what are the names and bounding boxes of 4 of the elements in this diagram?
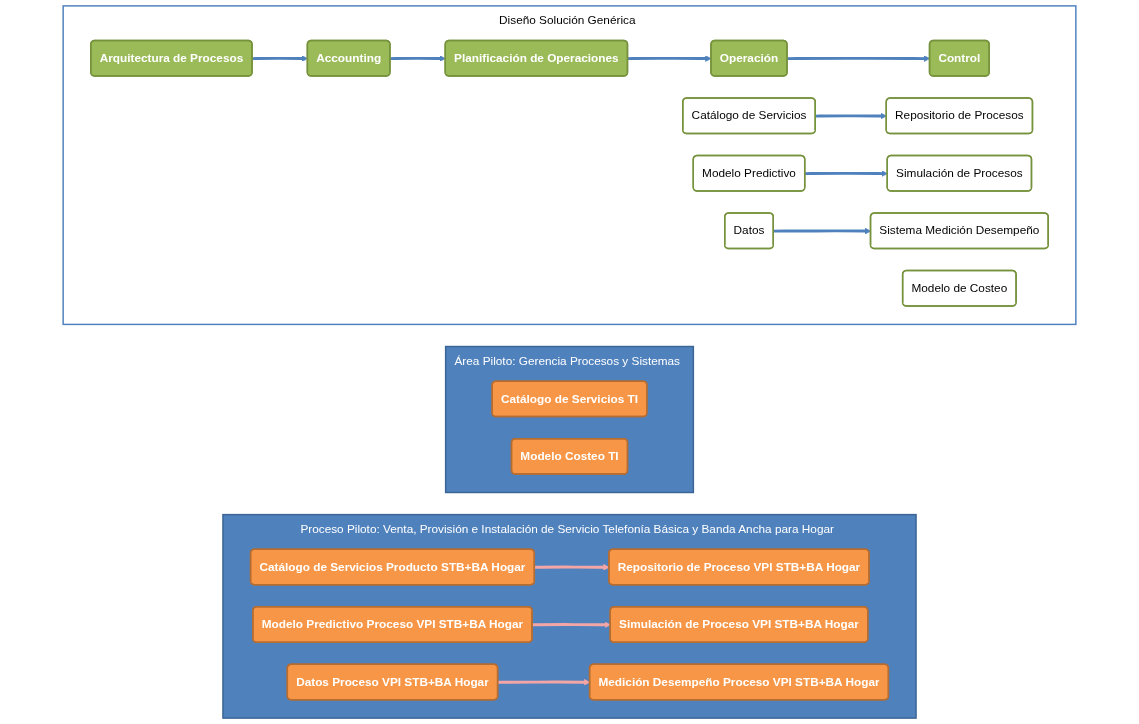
arrow xyxy=(532,621,611,629)
arrow xyxy=(815,112,887,120)
arrow xyxy=(805,170,888,177)
arrow xyxy=(390,55,446,62)
